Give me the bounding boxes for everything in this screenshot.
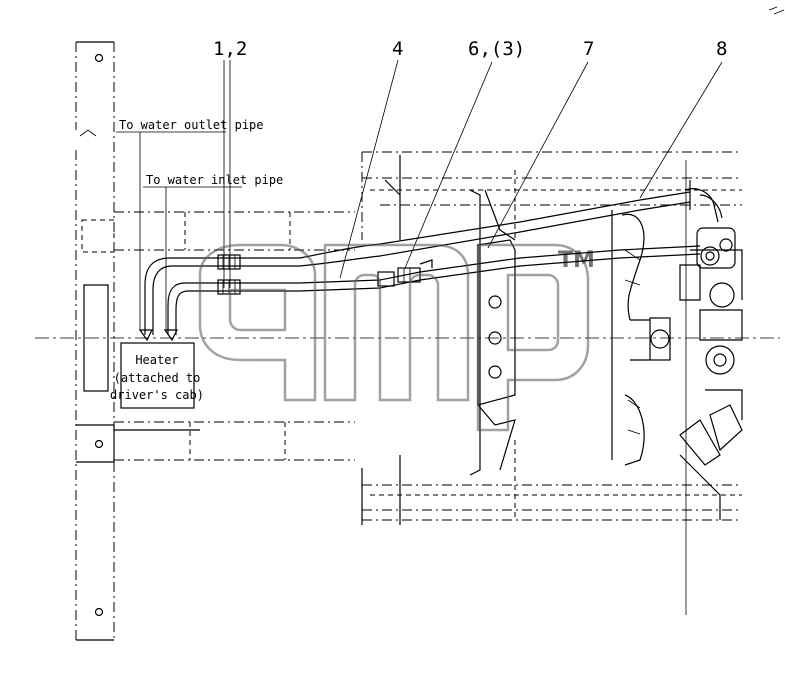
watermark-letter-a xyxy=(198,243,317,402)
cross-members xyxy=(114,211,355,461)
engine-assembly xyxy=(679,188,743,466)
heater-label-line3: driver's cab) xyxy=(110,388,204,402)
heater-label-line1: Heater xyxy=(135,353,178,367)
cooling-fan xyxy=(611,210,671,466)
watermark-letter-m xyxy=(323,243,470,402)
heater-label-line2: (attached to xyxy=(114,371,201,385)
watermark-tm: TM xyxy=(558,248,595,273)
left-frame-rail xyxy=(75,41,115,641)
amp-watermark: TM xyxy=(198,243,595,432)
water-outlet-note: To water outlet pipe xyxy=(119,118,264,132)
watermark-letter-p xyxy=(476,243,590,432)
right-chassis-frame xyxy=(361,151,742,615)
part-callouts: 1,2 4 6,(3) 7 8 xyxy=(213,38,727,288)
pipe-notes: To water outlet pipe To water inlet pipe xyxy=(116,118,283,330)
water-inlet-note: To water inlet pipe xyxy=(146,173,283,187)
callout-7: 7 xyxy=(583,38,594,60)
heater-box xyxy=(120,342,195,409)
corner-mark xyxy=(768,6,785,15)
heater-unit: Heater (attached to driver's cab) xyxy=(110,342,204,409)
callout-4: 4 xyxy=(392,38,403,60)
callout-6-3: 6,(3) xyxy=(468,38,525,60)
callout-8: 8 xyxy=(716,38,727,60)
callout-1-2: 1,2 xyxy=(213,38,247,60)
